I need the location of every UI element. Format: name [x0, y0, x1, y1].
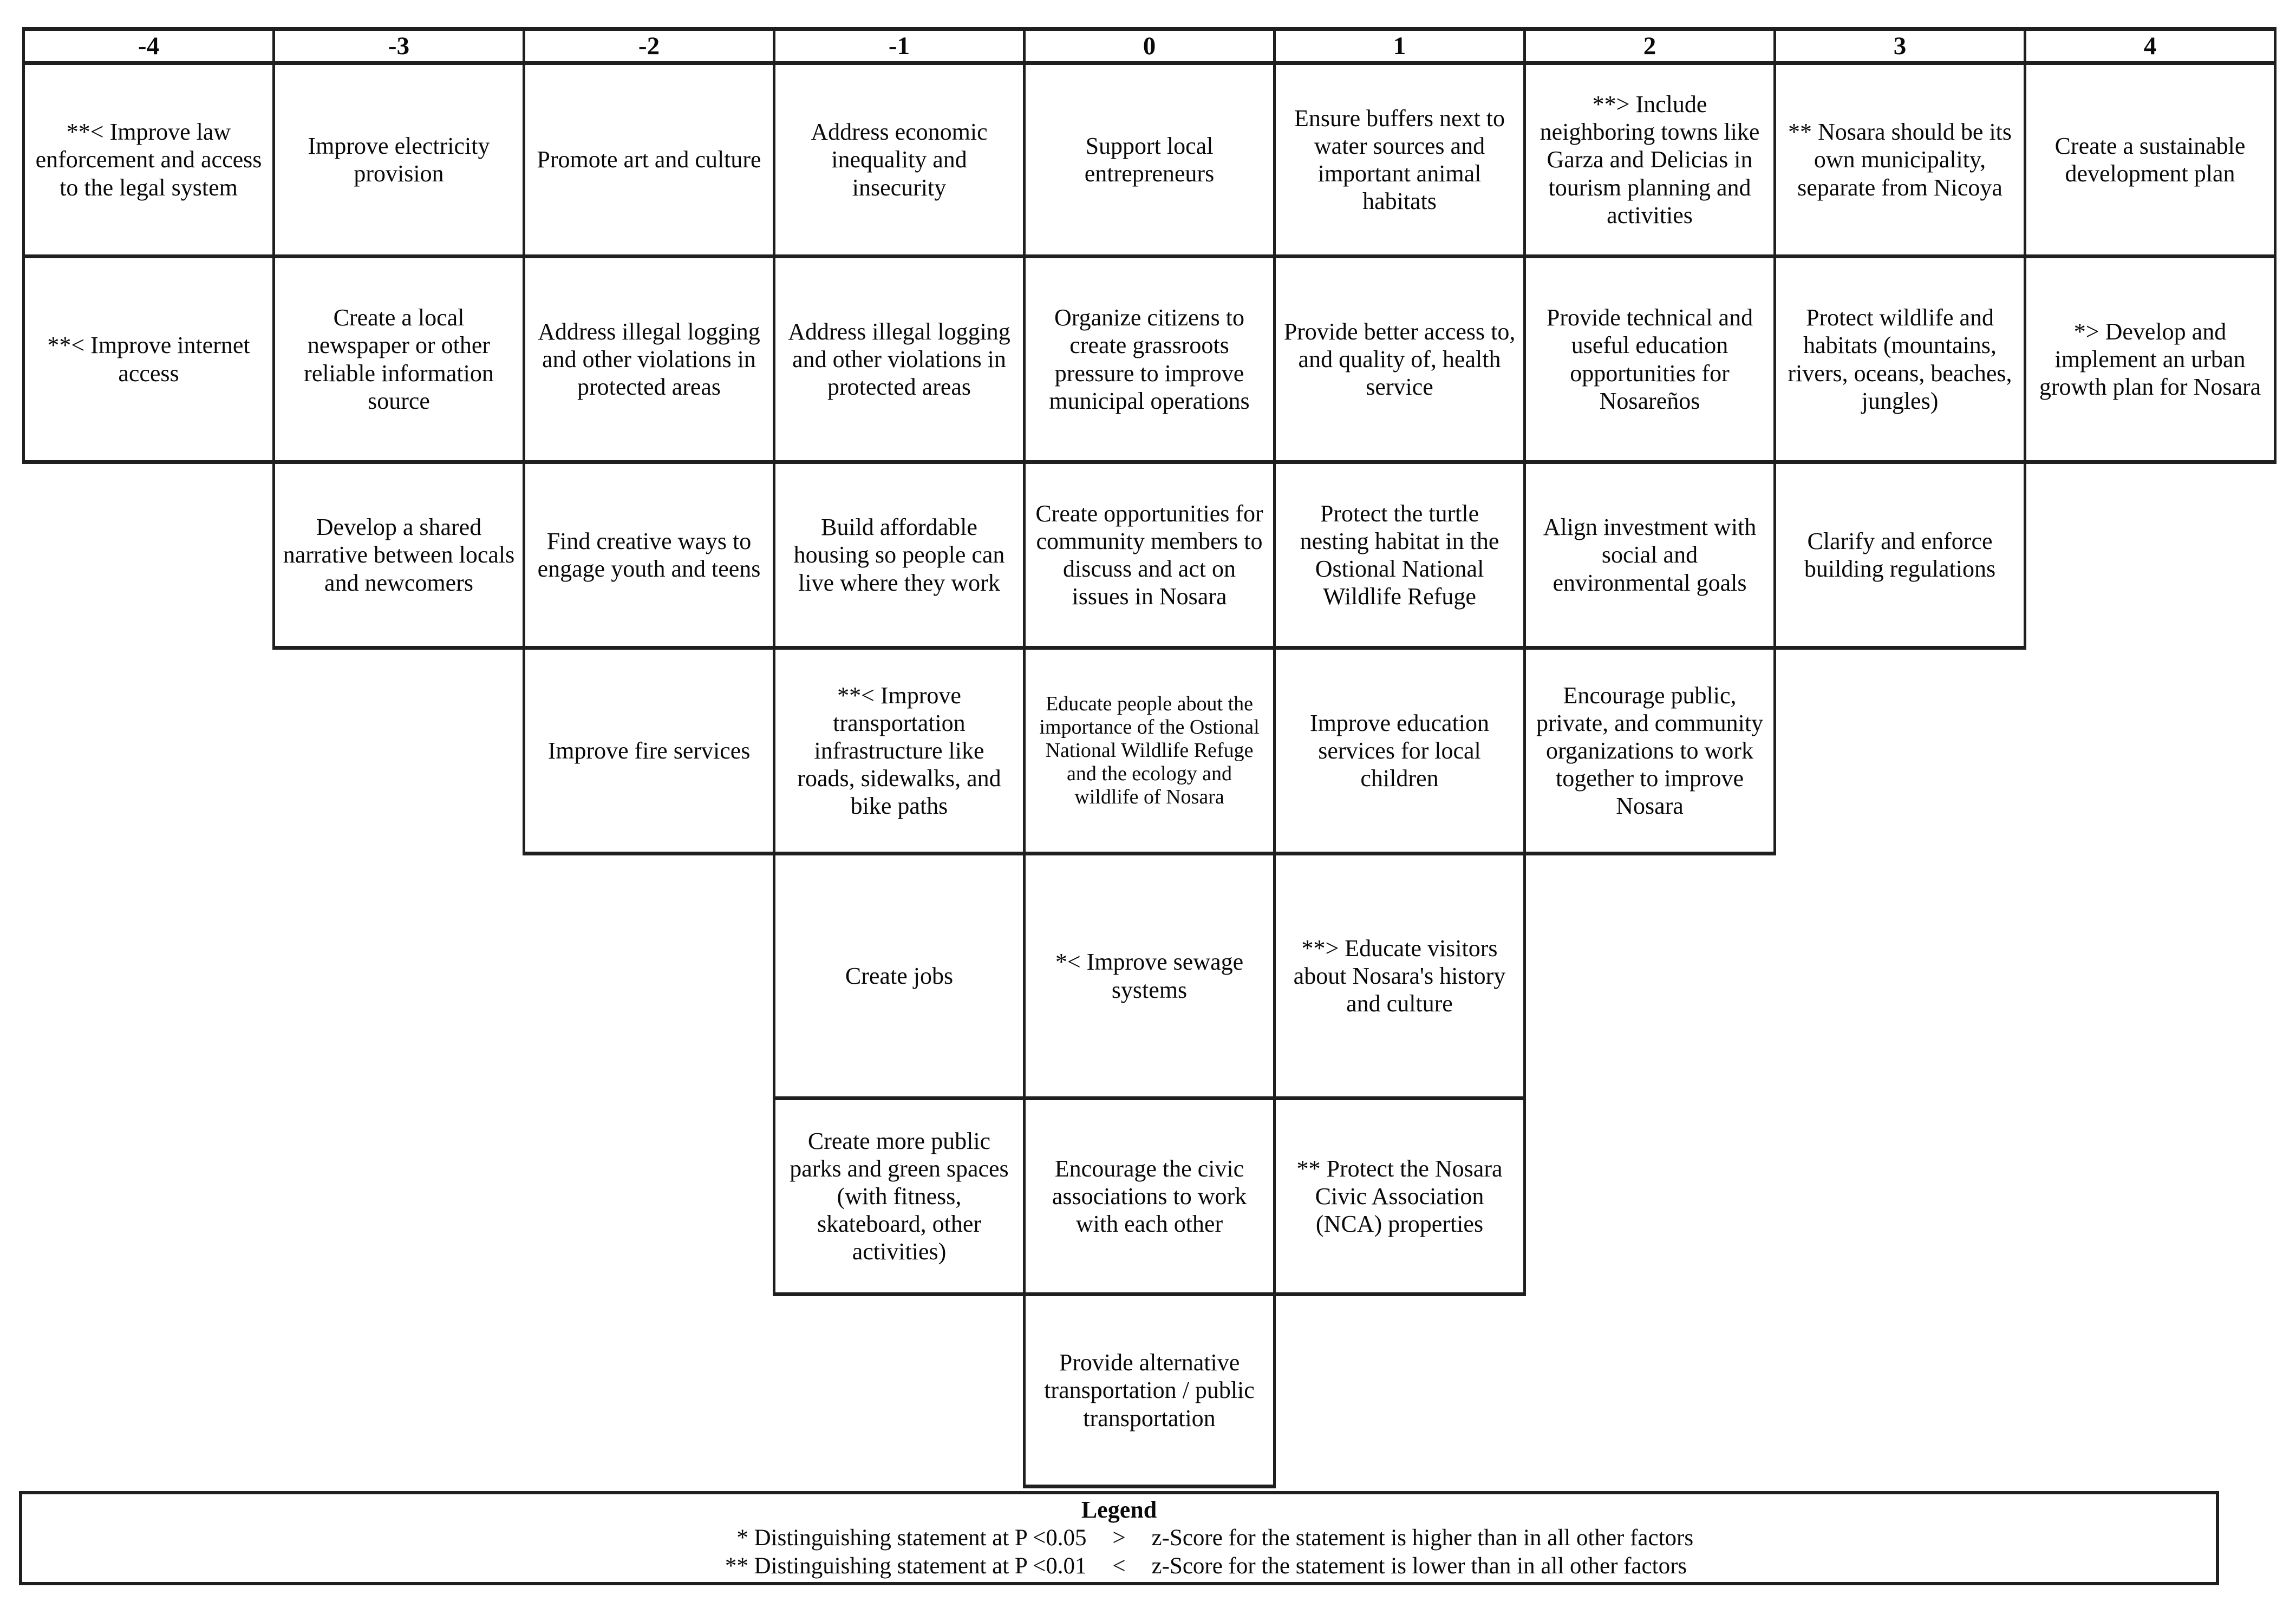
- statement-cell: Build affordable housing so people can l…: [773, 460, 1026, 650]
- statement-cell: Create a local newspaper or other reliab…: [272, 254, 525, 464]
- statement-cell: Address illegal logging and other violat…: [773, 254, 1026, 464]
- statement-cell: Provide alternative transportation / pub…: [1023, 1292, 1276, 1488]
- statement-cell: Support local entrepreneurs: [1023, 61, 1276, 258]
- statement-cell: Improve education services for local chi…: [1273, 646, 1526, 855]
- statement-cell: Protect the turtle nesting habitat in th…: [1273, 460, 1526, 650]
- statement-cell: *< Improve sewage systems: [1023, 852, 1276, 1100]
- statement-cell: Ensure buffers next to water sources and…: [1273, 61, 1526, 258]
- statement-cell: Encourage the civic associations to work…: [1023, 1096, 1276, 1296]
- statement-cell: ** Nosara should be its own municipality…: [1773, 61, 2026, 258]
- column-header-2: 2: [1523, 27, 1776, 65]
- statement-cell: Organize citizens to create grassroots p…: [1023, 254, 1276, 464]
- statement-cell: Clarify and enforce building regulations: [1773, 460, 2026, 650]
- column-header-1: 1: [1273, 27, 1526, 65]
- column-header-0: 0: [1023, 27, 1276, 65]
- statement-cell: Create a sustainable development plan: [2024, 61, 2277, 258]
- statement-cell: Align investment with social and environ…: [1523, 460, 1776, 650]
- legend-line-1-symbol: >: [1112, 1525, 1126, 1551]
- legend-line-2: ** Distinguishing statement at P <0.01 <…: [22, 1552, 2216, 1580]
- column-header--3: -3: [272, 27, 525, 65]
- legend-line-2-symbol: <: [1112, 1553, 1126, 1579]
- statement-cell: Develop a shared narrative between local…: [272, 460, 525, 650]
- statement-cell: Protect wildlife and habitats (mountains…: [1773, 254, 2026, 464]
- legend-line-2-meaning: z-Score for the statement is lower than …: [1151, 1553, 1687, 1579]
- column-header--2: -2: [523, 27, 775, 65]
- legend-title: Legend: [1081, 1496, 1157, 1523]
- statement-cell: Find creative ways to engage youth and t…: [523, 460, 775, 650]
- legend-line-1-definition: * Distinguishing statement at P <0.05: [736, 1525, 1087, 1551]
- statement-cell: Create more public parks and green space…: [773, 1096, 1026, 1296]
- statement-cell: Provide technical and useful education o…: [1523, 254, 1776, 464]
- statement-cell: Address illegal logging and other violat…: [523, 254, 775, 464]
- statement-cell: Encourage public, private, and community…: [1523, 646, 1776, 855]
- statement-cell: **< Improve internet access: [22, 254, 275, 464]
- statement-cell: **> Educate visitors about Nosara's hist…: [1273, 852, 1526, 1100]
- column-header--1: -1: [773, 27, 1026, 65]
- statement-cell: Create jobs: [773, 852, 1026, 1100]
- statement-cell: **< Improve law enforcement and access t…: [22, 61, 275, 258]
- legend-box: Legend * Distinguishing statement at P <…: [19, 1491, 2219, 1585]
- column-header-4: 4: [2024, 27, 2277, 65]
- statement-cell: Provide better access to, and quality of…: [1273, 254, 1526, 464]
- statement-cell: Address economic inequality and insecuri…: [773, 61, 1026, 258]
- statement-cell: Promote art and culture: [523, 61, 775, 258]
- statement-cell: **> Include neighboring towns like Garza…: [1523, 61, 1776, 258]
- statement-cell: Improve electricity provision: [272, 61, 525, 258]
- column-header--4: -4: [22, 27, 275, 65]
- legend-line-1-meaning: z-Score for the statement is higher than…: [1151, 1525, 1694, 1551]
- statement-cell: Create opportunities for community membe…: [1023, 460, 1276, 650]
- column-header-3: 3: [1773, 27, 2026, 65]
- statement-cell: **< Improve transportation infrastructur…: [773, 646, 1026, 855]
- statement-cell: Improve fire services: [523, 646, 775, 855]
- legend-line-1: * Distinguishing statement at P <0.05 > …: [22, 1524, 2216, 1552]
- statement-cell: Educate people about the importance of t…: [1023, 646, 1276, 855]
- legend-line-2-definition: ** Distinguishing statement at P <0.01: [725, 1553, 1087, 1579]
- statement-cell: *> Develop and implement an urban growth…: [2024, 254, 2277, 464]
- statement-cell: ** Protect the Nosara Civic Association …: [1273, 1096, 1526, 1296]
